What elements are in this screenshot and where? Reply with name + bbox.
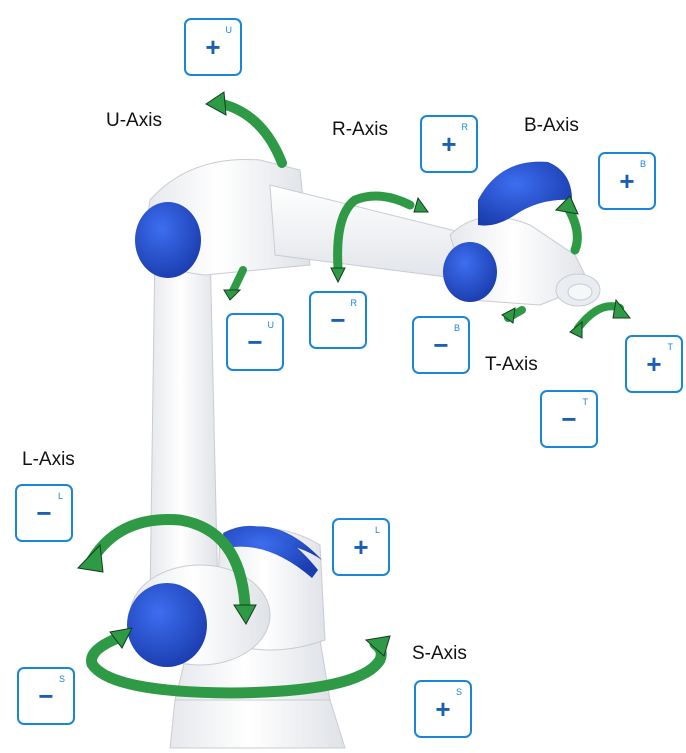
b-axis-minus-button[interactable]: − B (412, 316, 470, 374)
minus-icon: − (38, 681, 54, 711)
u-axis-minus-button[interactable]: − U (226, 313, 284, 371)
axis-superscript: B (639, 159, 646, 169)
r-axis-minus-button[interactable]: − R (309, 291, 367, 349)
r-axis-rotation-arrow (330, 191, 429, 284)
minus-icon: − (247, 327, 263, 357)
plus-icon: + (441, 129, 457, 159)
minus-icon: − (36, 498, 52, 528)
elbow-housing (135, 159, 311, 278)
l-axis-label: L-Axis (22, 449, 75, 470)
l-axis-plus-button[interactable]: + L (332, 518, 390, 576)
t-axis-label: T-Axis (485, 354, 538, 375)
minus-icon: − (330, 305, 346, 335)
minus-icon: − (561, 404, 577, 434)
s-axis-plus-button[interactable]: + S (414, 680, 472, 738)
u-axis-label: U-Axis (106, 110, 162, 131)
axis-superscript: L (57, 491, 63, 501)
minus-icon: − (433, 330, 449, 360)
l-axis-joint (127, 564, 271, 667)
lower-arm (149, 244, 219, 601)
l-axis-minus-button[interactable]: − L (15, 484, 73, 542)
b-axis-rotation-arrow (501, 195, 582, 324)
b-axis-plus-button[interactable]: + B (598, 152, 656, 210)
r-axis-label: R-Axis (332, 119, 388, 140)
u-axis-rotation-arrow (205, 91, 287, 301)
l-axis-rotation-arrow (76, 514, 257, 625)
axis-superscript: L (374, 525, 380, 535)
s-axis-minus-button[interactable]: − S (17, 667, 75, 725)
axis-superscript: S (455, 687, 462, 697)
plus-icon: + (646, 349, 662, 379)
axis-superscript: U (225, 25, 233, 35)
plus-icon: + (435, 694, 451, 724)
axis-superscript: S (58, 674, 65, 684)
axis-superscript: T (667, 342, 674, 352)
axis-superscript: R (350, 298, 358, 308)
r-axis-plus-button[interactable]: + R (420, 115, 478, 173)
t-axis-rotation-arrow (569, 298, 632, 339)
s-axis-label: S-Axis (412, 643, 467, 664)
axis-superscript: T (582, 397, 589, 407)
plus-icon: + (619, 166, 635, 196)
axis-superscript: B (453, 323, 460, 333)
plus-icon: + (205, 32, 221, 62)
t-axis-plus-button[interactable]: + T (625, 335, 683, 393)
plus-icon: + (353, 532, 369, 562)
axis-superscript: U (267, 320, 275, 330)
t-axis-minus-button[interactable]: − T (540, 390, 598, 448)
s-axis-rotation-arrow (86, 627, 391, 699)
axis-superscript: R (461, 122, 469, 132)
wrist-housing (443, 161, 601, 307)
u-axis-plus-button[interactable]: + U (184, 18, 242, 76)
b-axis-label: B-Axis (524, 115, 579, 136)
